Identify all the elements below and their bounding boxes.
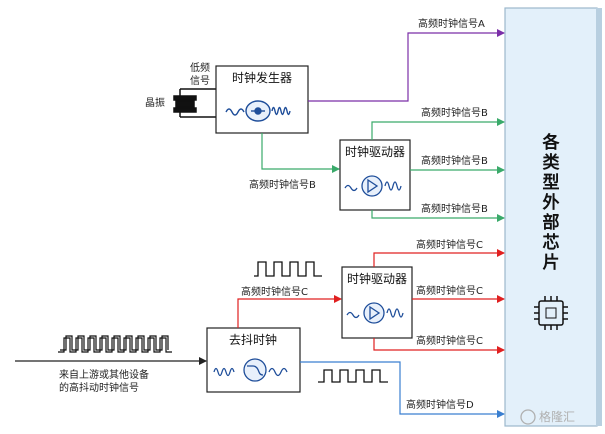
cpu-chip-icon — [534, 296, 568, 330]
source-label-line2: 的高抖动时钟信号 — [59, 381, 139, 394]
clock-driver-2-title: 时钟驱动器 — [347, 271, 407, 286]
signal-c-outputs: 高频时钟信号C 高频时钟信号C 高频时钟信号C — [373, 238, 505, 354]
buffer-amplifier-icon — [346, 302, 404, 324]
filter-wave-icon — [213, 358, 288, 382]
signal-b-input-path: 高频时钟信号B — [249, 133, 340, 191]
signal-b-output-label-3: 高频时钟信号B — [421, 202, 488, 215]
crystal-label: 晶振 — [145, 96, 165, 109]
clock-driver-2-box — [341, 266, 413, 339]
source-label-line1: 来自上游或其他设备 — [59, 368, 149, 381]
clock-driver-1-block: 时钟驱动器 — [339, 139, 411, 211]
watermark: 格隆汇 — [520, 409, 575, 425]
signal-d-path: 高频时钟信号D — [300, 361, 505, 418]
signal-b-output-label-2: 高频时钟信号B — [421, 154, 488, 167]
clock-generator-title: 时钟发生器 — [232, 70, 292, 85]
signal-c-output-label-2: 高频时钟信号C — [416, 284, 483, 297]
clock-driver-2-block: 时钟驱动器 — [341, 266, 413, 339]
low-freq-label-line1: 低频 — [190, 61, 210, 74]
chip-label-char: 类 — [543, 152, 561, 173]
crystal-oscillator: 低频 信号 晶振 — [145, 61, 216, 118]
chip-label-char: 外 — [543, 192, 560, 213]
signal-b-output-label-1: 高频时钟信号B — [421, 106, 488, 119]
crystal-icon — [173, 88, 216, 118]
watermark-logo-icon — [520, 409, 536, 425]
chip-label-char: 部 — [543, 212, 560, 233]
clock-driver-1-box — [339, 139, 411, 211]
low-freq-label-line2: 信号 — [190, 75, 210, 87]
jitter-cleaner-title: 去抖时钟 — [229, 332, 277, 347]
watermark-text: 格隆汇 — [539, 409, 575, 424]
chip-label-char: 芯 — [543, 232, 560, 253]
oscillator-wave-icon — [225, 100, 291, 122]
chip-label-char: 片 — [543, 252, 560, 273]
signal-c-input-path: 高频时钟信号C — [237, 285, 342, 328]
chip-label-char: 型 — [543, 172, 560, 193]
signal-c-output-label-3: 高频时钟信号C — [416, 334, 483, 347]
jittery-input-wave-icon — [58, 335, 172, 353]
external-chip-block: 各 类 型 外 部 芯 片 — [504, 7, 602, 427]
external-chip-label: 各 类 型 外 部 芯 片 — [542, 132, 561, 273]
clock-generator-block: 时钟发生器 — [215, 65, 309, 134]
signal-c-output-label-1: 高频时钟信号C — [416, 238, 483, 251]
signal-d-label: 高频时钟信号D — [406, 398, 474, 411]
clean-square-wave-icon — [254, 261, 322, 277]
chip-label-char: 各 — [542, 132, 561, 153]
signal-c-input-label: 高频时钟信号C — [241, 285, 308, 298]
clock-driver-1-title: 时钟驱动器 — [345, 144, 405, 159]
external-chip-edge — [596, 8, 602, 426]
signal-a-path: 高频时钟信号A — [308, 17, 505, 102]
signal-a-label: 高频时钟信号A — [418, 17, 485, 30]
external-chip-body — [504, 7, 598, 427]
jitter-cleaner-block: 去抖时钟 — [206, 327, 301, 393]
buffer-amplifier-icon — [344, 175, 402, 197]
signal-b-input-label: 高频时钟信号B — [249, 178, 316, 191]
clock-generator-box — [215, 65, 309, 134]
jittery-input-path: 来自上游或其他设备 的高抖动时钟信号 — [15, 357, 207, 394]
clean-output-wave-icon — [318, 369, 388, 383]
signal-b-outputs: 高频时钟信号B 高频时钟信号B 高频时钟信号B — [371, 106, 505, 222]
